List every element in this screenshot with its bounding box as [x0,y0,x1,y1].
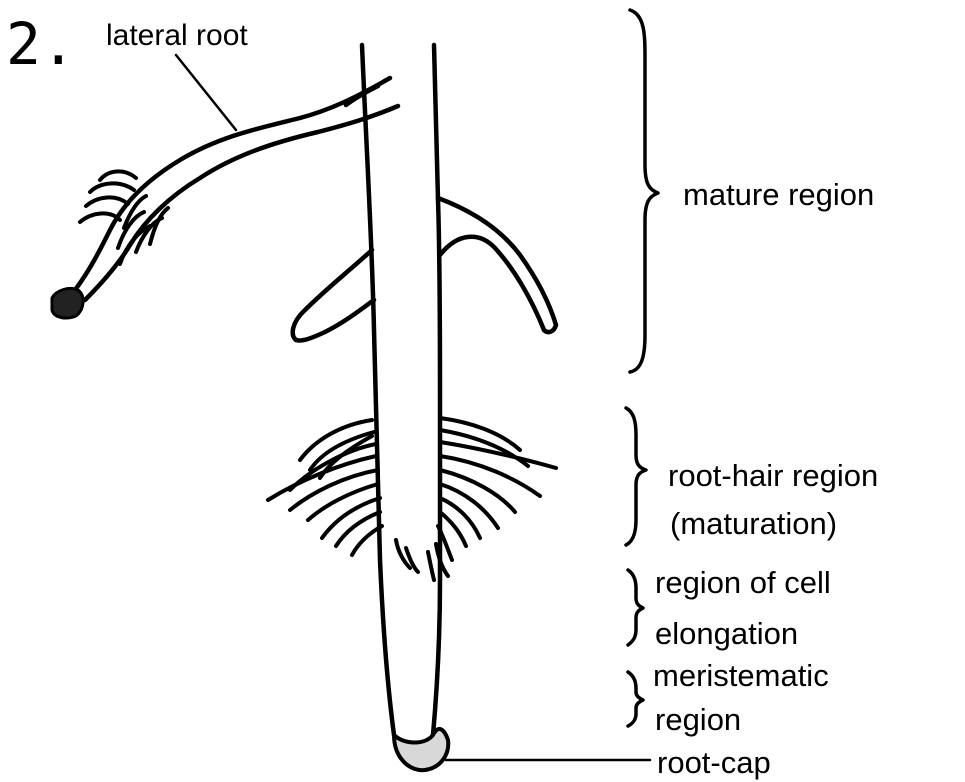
mature-region-brace [630,10,658,372]
meristematic-label-line2: region [655,702,741,737]
root-hair-region-brace [626,408,646,545]
cell-elongation-brace [628,570,643,645]
figure-number: 2. [6,10,76,78]
root-cap-label: root-cap [657,745,771,780]
root-hair-region-label: root-hair region [668,458,878,493]
lateral-root [52,78,398,318]
main-root [362,45,440,735]
lateral-root-leader [176,55,236,130]
root-hairs [268,418,556,580]
meristematic-label-line1: meristematic [653,658,829,693]
cell-elongation-label-line2: elongation [655,616,798,651]
cell-elongation-label-line1: region of cell [655,565,831,600]
right-branch [438,198,556,332]
root-cap [394,729,448,770]
left-branch [293,250,374,341]
meristematic-brace [628,672,643,726]
mature-region-label: mature region [683,177,874,212]
lateral-root-label: lateral root [106,19,248,52]
maturation-label: (maturation) [670,506,837,541]
